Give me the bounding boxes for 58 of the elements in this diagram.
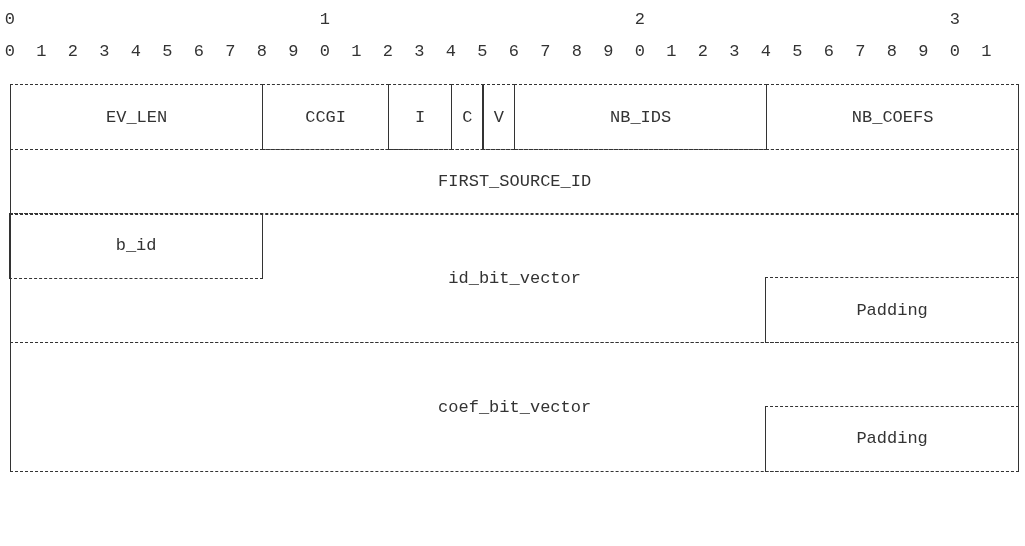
bit-number: 1 (981, 43, 992, 61)
field-name: NB_COEFS (851, 108, 934, 126)
packet-field (765, 405, 1019, 472)
field-name: EV_LEN (106, 108, 168, 126)
bit-number: 4 (760, 43, 771, 61)
field-name: Padding (856, 430, 928, 448)
bit-number: 2 (382, 43, 393, 61)
bit-number: 4 (445, 43, 456, 61)
bit-number: 1 (666, 43, 677, 61)
field-name: id_bit_vector (448, 269, 581, 287)
bit-number: 7 (855, 43, 866, 61)
packet-field (450, 84, 484, 151)
packet-field (261, 84, 390, 151)
bit-number: 4 (130, 43, 141, 61)
bit-decade-number: 2 (634, 11, 645, 28)
bit-number: 7 (540, 43, 551, 61)
bit-number: 9 (603, 43, 614, 61)
bit-number: 0 (319, 43, 330, 61)
field-name: b_id (115, 237, 157, 255)
bit-number: 1 (36, 43, 47, 61)
bit-number: 3 (729, 43, 740, 61)
bit-number: 8 (886, 43, 897, 61)
field-name: Padding (856, 301, 928, 319)
field-name: FIRST_SOURCE_ID (438, 173, 592, 191)
bit-number: 8 (256, 43, 267, 61)
bit-number: 9 (288, 43, 299, 61)
bit-number: 0 (634, 43, 645, 61)
packet-field (9, 212, 263, 279)
bit-number: 5 (477, 43, 488, 61)
bit-number: 6 (193, 43, 204, 61)
bit-number: 0 (949, 43, 960, 61)
bit-number: 3 (99, 43, 110, 61)
packet-field (513, 84, 768, 151)
field-name: NB_IDS (610, 108, 672, 126)
field-name: coef_bit_vector (438, 398, 592, 416)
bit-number: 1 (351, 43, 362, 61)
packet-field (765, 277, 1019, 343)
bit-number: 2 (67, 43, 78, 61)
bit-decade-number: 3 (949, 11, 960, 28)
packet-field (765, 84, 1020, 151)
bit-number: 5 (162, 43, 173, 61)
packet-field (9, 148, 1020, 215)
packet-field (387, 84, 453, 151)
bit-number: 6 (823, 43, 834, 61)
bit-number: 9 (918, 43, 929, 61)
bit-decade-number: 1 (319, 11, 330, 28)
bit-number: 3 (414, 43, 425, 61)
bit-number: 0 (4, 43, 15, 61)
packet-field (482, 84, 516, 151)
bit-decade-number: 0 (4, 11, 15, 28)
bit-number: 8 (571, 43, 582, 61)
packet-field (9, 84, 264, 151)
bit-number: 2 (697, 43, 708, 61)
bit-number: 5 (792, 43, 803, 61)
packet-field (9, 342, 1020, 473)
bit-number: 6 (508, 43, 519, 61)
packet-field (9, 213, 1020, 344)
bit-number: 7 (225, 43, 236, 61)
